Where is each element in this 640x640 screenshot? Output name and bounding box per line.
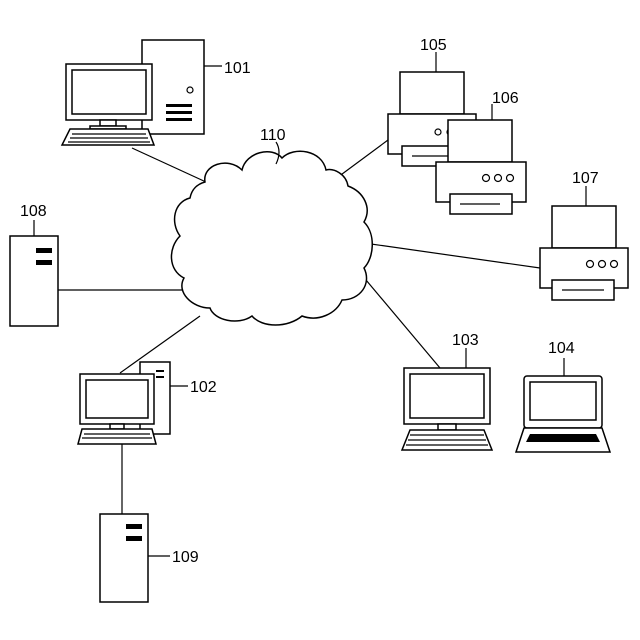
- drive-bay: [36, 260, 52, 265]
- network-cloud: 110: [171, 127, 372, 325]
- label-106: 106: [492, 90, 519, 107]
- desktop-101: 101: [62, 40, 251, 145]
- cloud-shape: [171, 151, 372, 325]
- label-101: 101: [224, 60, 251, 77]
- desktop-102: 102: [78, 362, 217, 444]
- label-104: 104: [548, 340, 575, 357]
- link-101-network: [132, 148, 206, 182]
- screen-103: [410, 374, 484, 418]
- monitor-103: 103: [402, 332, 492, 450]
- screen-102: [86, 380, 148, 418]
- drive-slot: [156, 370, 164, 372]
- monitor-stand: [438, 424, 456, 430]
- server-108: 108: [10, 203, 58, 326]
- label-107: 107: [572, 170, 599, 187]
- label-110: 110: [260, 127, 286, 144]
- label-109: 109: [172, 549, 199, 566]
- paper-tray-106: [448, 120, 512, 162]
- label-102: 102: [190, 379, 217, 396]
- label-103: 103: [452, 332, 479, 349]
- server-109: 109: [100, 514, 199, 602]
- laptop-keyboard: [526, 434, 600, 442]
- printer-107: 107: [540, 170, 628, 300]
- link-103-network: [366, 280, 440, 368]
- laptop-104: 104: [516, 340, 610, 452]
- monitor-stand: [100, 120, 116, 126]
- label-108: 108: [20, 203, 47, 220]
- paper-tray-107: [552, 206, 616, 248]
- drive-slot: [166, 111, 192, 114]
- drive-slot: [166, 118, 192, 121]
- screen-101: [72, 70, 146, 114]
- drive-bay: [126, 536, 142, 541]
- drive-bay: [36, 248, 52, 253]
- link-107-network: [364, 243, 540, 268]
- drive-bay: [126, 524, 142, 529]
- drive-slot: [156, 376, 164, 378]
- laptop-screen: [530, 382, 596, 420]
- paper-tray-105: [400, 72, 464, 114]
- drive-slot: [166, 104, 192, 107]
- label-105: 105: [420, 37, 447, 54]
- keyboard-102: [78, 429, 156, 444]
